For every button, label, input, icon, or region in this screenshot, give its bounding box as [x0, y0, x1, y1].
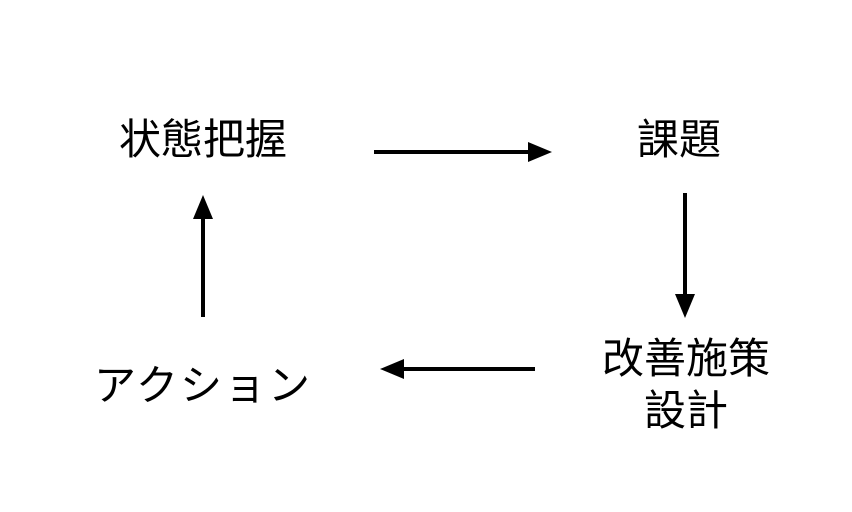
arrow-state-to-issue	[374, 142, 552, 162]
arrow-improvement-to-action	[380, 359, 535, 379]
node-issue: 課題	[637, 114, 721, 166]
node-state-assessment-label: 状態把握	[118, 115, 288, 164]
node-action-label: アクション	[94, 361, 312, 410]
arrow-issue-to-improvement	[675, 193, 695, 318]
node-action: アクション	[94, 360, 312, 412]
node-improvement-design-label-line1: 改善施策	[601, 334, 771, 383]
node-improvement-design-label-line2: 設計	[643, 386, 729, 435]
node-issue-label: 課題	[636, 115, 722, 164]
node-improvement-design: 改善施策 設計	[602, 333, 770, 437]
arrow-action-to-state	[193, 195, 213, 317]
node-state-assessment: 状態把握	[119, 114, 287, 166]
